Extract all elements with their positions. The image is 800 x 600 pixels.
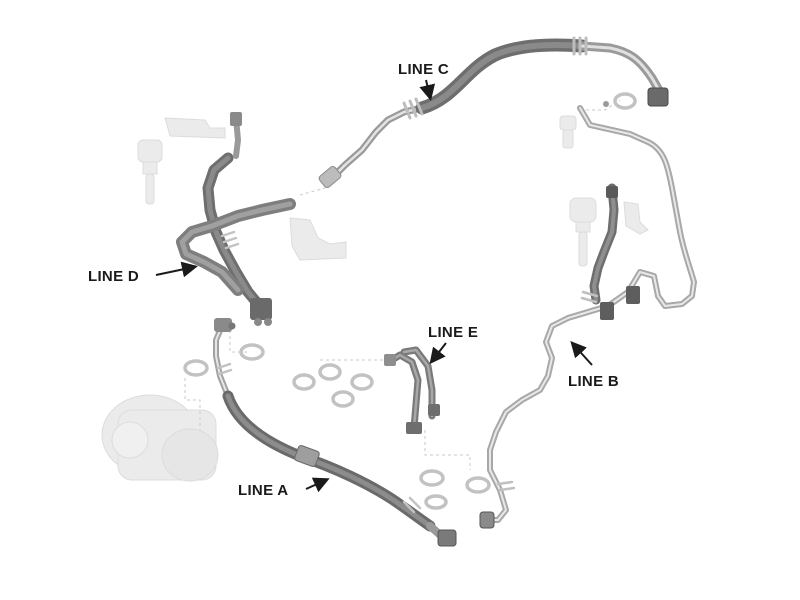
line-c-fitting-left xyxy=(318,165,342,189)
o-ring xyxy=(613,92,637,110)
line-b-long-pipe xyxy=(485,105,697,523)
o-ring xyxy=(350,373,374,391)
o-ring xyxy=(465,476,491,494)
line-c-pipe xyxy=(326,104,426,184)
ghost-components xyxy=(101,115,649,482)
o-ring xyxy=(318,363,342,381)
line-d-assembly xyxy=(176,112,296,326)
line-a-sleeve xyxy=(294,445,320,467)
line-c-fitting-right xyxy=(647,87,669,107)
line-a-fitting-bottom xyxy=(437,529,457,547)
line-c-assembly xyxy=(318,36,669,189)
line-b-fitting-top xyxy=(606,186,618,198)
label-line-b: LINE B xyxy=(568,373,619,390)
left-bracket-ghost xyxy=(164,117,226,139)
right-bracket-ghost xyxy=(623,201,649,235)
o-ring xyxy=(424,494,448,510)
line-b-clamp-2 xyxy=(626,286,640,304)
line-e-fitting-bottom xyxy=(406,422,422,434)
label-line-e: LINE E xyxy=(428,324,478,341)
arrow-line-a xyxy=(305,477,330,493)
right-sensor-ghost-2 xyxy=(569,197,597,267)
callouts: LINE C LINE D LINE E LINE B LINE A xyxy=(88,61,619,499)
arrow-line-e xyxy=(429,342,447,365)
line-b-assembly xyxy=(479,105,697,529)
label-line-d: LINE D xyxy=(88,268,139,285)
arrow-line-b xyxy=(570,341,593,366)
line-a-fitting-top xyxy=(214,318,232,332)
o-ring xyxy=(183,359,209,377)
o-ring xyxy=(239,343,265,361)
o-ring xyxy=(292,373,316,391)
label-line-c: LINE C xyxy=(398,61,449,78)
left-sensor-ghost xyxy=(137,139,163,205)
label-line-a: LINE A xyxy=(238,482,288,499)
o-ring xyxy=(419,469,445,487)
arrow-line-c xyxy=(419,79,436,101)
line-d-fitting-bottom xyxy=(250,298,272,320)
line-d-fitting-top xyxy=(230,112,242,126)
compressor-ghost xyxy=(101,394,219,482)
line-a-assembly xyxy=(213,318,457,547)
line-b-fitting-bottom xyxy=(479,511,495,529)
o-ring xyxy=(331,390,355,408)
line-e-fitting-top xyxy=(384,354,396,366)
line-b-upper-hose xyxy=(589,183,619,305)
line-e-assembly xyxy=(384,346,440,434)
assembly-leaders xyxy=(184,99,621,470)
o-rings xyxy=(183,92,637,510)
right-sensor-ghost-1 xyxy=(559,115,577,149)
line-b-clamp-1 xyxy=(600,302,614,320)
arrow-line-d xyxy=(155,261,198,278)
center-bracket-ghost xyxy=(289,217,347,261)
